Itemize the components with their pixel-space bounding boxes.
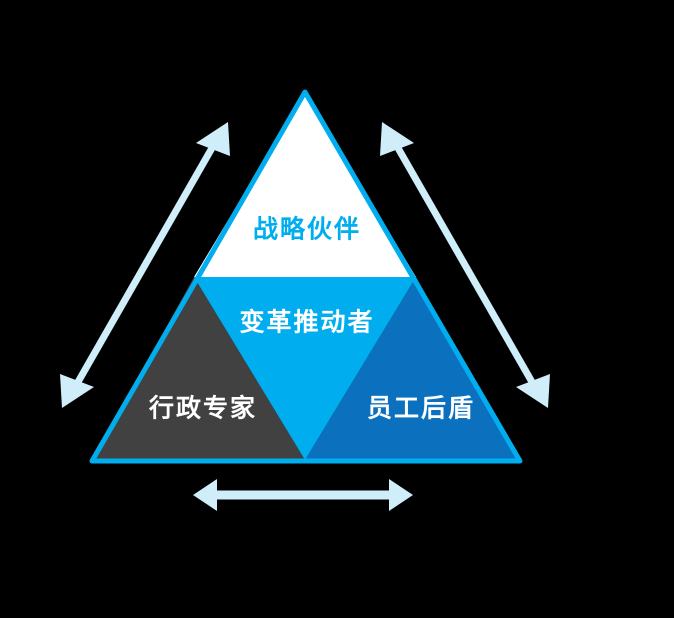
segment-strategic-partner[interactable] xyxy=(194,92,416,277)
segment-employee-champion[interactable] xyxy=(305,277,518,460)
bottom-arrow xyxy=(193,479,413,511)
segment-label-strategic-partner: 战略伙伴 xyxy=(252,214,362,244)
segment-admin-expert[interactable] xyxy=(93,277,305,460)
segment-label-admin-expert: 行政专家 xyxy=(148,393,258,423)
segment-change-agent[interactable] xyxy=(194,277,416,460)
pyramid-outline xyxy=(89,89,523,464)
right-arrow-head-up xyxy=(380,122,414,156)
right-arrow xyxy=(380,122,550,408)
bottom-arrow-head-left xyxy=(193,479,217,511)
right-arrow-head-down xyxy=(516,374,550,408)
segment-label-change-agent: 变革推动者 xyxy=(239,307,375,337)
pyramid-segments xyxy=(93,92,518,460)
left-arrow-head-up xyxy=(196,122,230,156)
left-arrow-head-down xyxy=(60,374,94,408)
diagram-arrows xyxy=(60,122,550,511)
segment-label-employee-champion: 员工后盾 xyxy=(366,393,476,423)
bottom-arrow-head-right xyxy=(389,479,413,511)
left-arrow xyxy=(60,122,230,408)
